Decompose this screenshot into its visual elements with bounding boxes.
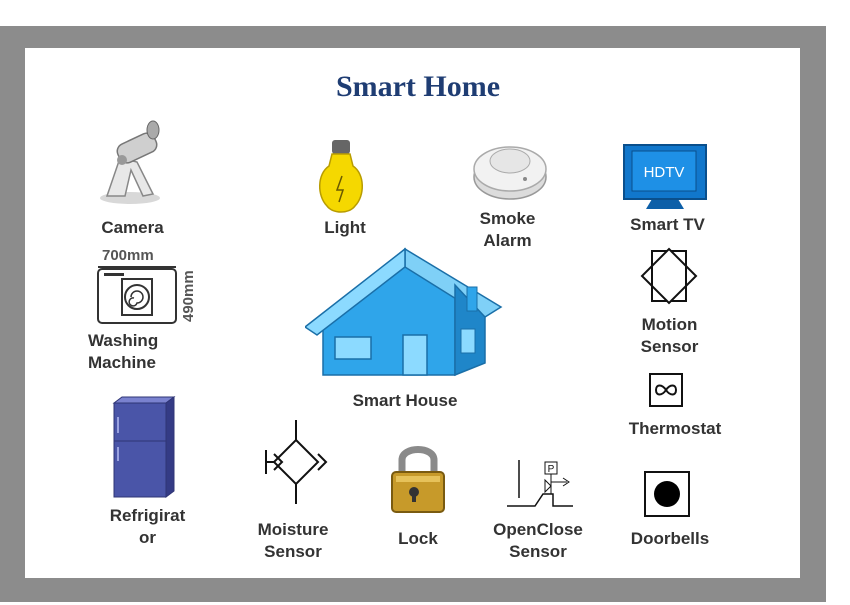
smoke-alarm-label-line1: Smoke [479, 209, 536, 228]
openclose-sensor-label: OpenClose Sensor [478, 519, 598, 563]
thermostat-icon [649, 373, 683, 407]
washing-machine-label: Washing Machine [88, 330, 178, 374]
svg-text:P: P [548, 464, 555, 475]
refrigerator-label-line2: or [139, 528, 156, 547]
lock-icon [391, 446, 445, 513]
smart-house-icon [305, 247, 503, 377]
smart-tv-icon: HDTV [623, 144, 707, 209]
tv-screen-text: HDTV [644, 164, 685, 181]
washing-machine-label-line2: Machine [88, 353, 157, 372]
moisture-sensor-label-line2: Sensor [264, 542, 322, 561]
moisture-sensor-label: Moisture Sensor [243, 519, 343, 563]
openclose-sensor-icon: P [507, 460, 573, 507]
motion-sensor-icon [640, 247, 698, 305]
moisture-sensor-icon [265, 420, 328, 504]
doorbell-icon [644, 471, 690, 517]
camera-label: Camera [101, 218, 164, 237]
openclose-sensor-label-line1: OpenClose [493, 520, 583, 539]
smoke-alarm-label-line2: Alarm [483, 231, 532, 250]
light-label: Light [324, 218, 366, 237]
refrigerator-label-line1: Refrigirat [109, 506, 186, 525]
washing-width-dimension: 700mm [102, 247, 154, 264]
motion-sensor-label: Motion Sensor [622, 314, 717, 358]
smart-house-label: Smart House [352, 391, 458, 410]
smart-tv-label: Smart TV [630, 215, 705, 234]
doorbells-label: Doorbells [630, 529, 710, 548]
smoke-alarm-label: Smoke Alarm [460, 208, 555, 252]
washing-machine-icon [97, 266, 177, 324]
camera-icon [100, 120, 160, 204]
smoke-alarm-icon [473, 146, 547, 200]
openclose-sensor-label-line2: Sensor [509, 542, 567, 561]
page-title: Smart Home [335, 70, 501, 103]
washing-height-dimension: 490mm [180, 270, 197, 322]
moisture-sensor-label-line1: Moisture [257, 520, 329, 539]
motion-sensor-label-line1: Motion [641, 315, 698, 334]
light-bulb-icon [319, 140, 363, 213]
refrigerator-icon [112, 396, 176, 498]
refrigerator-label: Refrigirat or [100, 505, 195, 549]
motion-sensor-label-line2: Sensor [640, 337, 699, 356]
washing-machine-label-line1: Washing [88, 331, 159, 350]
lock-label: Lock [398, 529, 438, 548]
thermostat-label: Thermostat [628, 419, 722, 438]
